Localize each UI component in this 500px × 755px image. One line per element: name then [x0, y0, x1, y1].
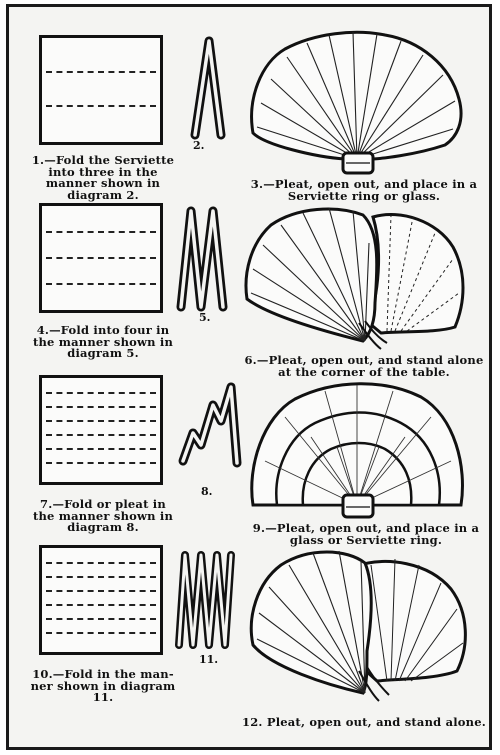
fold-line — [46, 406, 156, 408]
fold-line — [46, 105, 156, 107]
fold-line — [46, 562, 156, 564]
fold-number-8: 8. — [201, 485, 213, 498]
illustration-plate: 1.—Fold the Serviette into three in the … — [6, 4, 492, 750]
napkin-square-1 — [39, 35, 163, 145]
fan-diagram-12 — [249, 550, 467, 702]
fold-number-5: 5. — [199, 311, 211, 324]
fold-line — [46, 420, 156, 422]
fold-line — [46, 448, 156, 450]
square-caption-7: 7.—Fold or pleat in the manner shown in … — [32, 497, 173, 534]
napkin-square-7 — [39, 375, 163, 485]
fold-number-2: 2. — [193, 139, 205, 152]
fold-diagram-11 — [175, 551, 235, 649]
fold-line — [46, 590, 156, 592]
serviette-ring — [341, 493, 375, 519]
square-caption-10: 10.—Fold in the man- ner shown in diagra… — [30, 667, 176, 704]
fan-diagram-9 — [250, 382, 464, 519]
fold-line — [46, 632, 156, 634]
fold-line — [46, 434, 156, 436]
fold-line — [46, 618, 156, 620]
fold-diagram-5 — [176, 206, 228, 312]
fan-diagram-3 — [250, 30, 463, 175]
fan-caption-6: 6.—Pleat, open out, and stand alone at t… — [244, 353, 484, 379]
napkin-square-10 — [39, 545, 163, 655]
fold-line — [46, 71, 156, 73]
fan-diagram-6 — [244, 207, 465, 350]
fan-caption-9: 9.—Pleat, open out, and place in a glass… — [252, 521, 480, 547]
fold-line — [46, 462, 156, 464]
fold-line — [46, 231, 156, 233]
fold-diagram-8 — [178, 382, 242, 468]
square-caption-1: 1.—Fold the Serviette into three in the … — [31, 153, 175, 202]
fan-caption-3: 3.—Pleat, open out, and place in a Servi… — [250, 177, 478, 203]
fold-number-11: 11. — [199, 653, 219, 666]
fold-line — [46, 392, 156, 394]
square-caption-4: 4.—Fold into four in the manner shown in… — [32, 323, 173, 360]
fold-line — [46, 576, 156, 578]
fold-line — [46, 604, 156, 606]
fold-line — [46, 283, 156, 285]
napkin-square-4 — [39, 203, 163, 313]
fold-diagram-2 — [190, 36, 226, 140]
fan-caption-12: 12. Pleat, open out, and stand alone. — [242, 715, 486, 729]
fold-line — [46, 257, 156, 259]
